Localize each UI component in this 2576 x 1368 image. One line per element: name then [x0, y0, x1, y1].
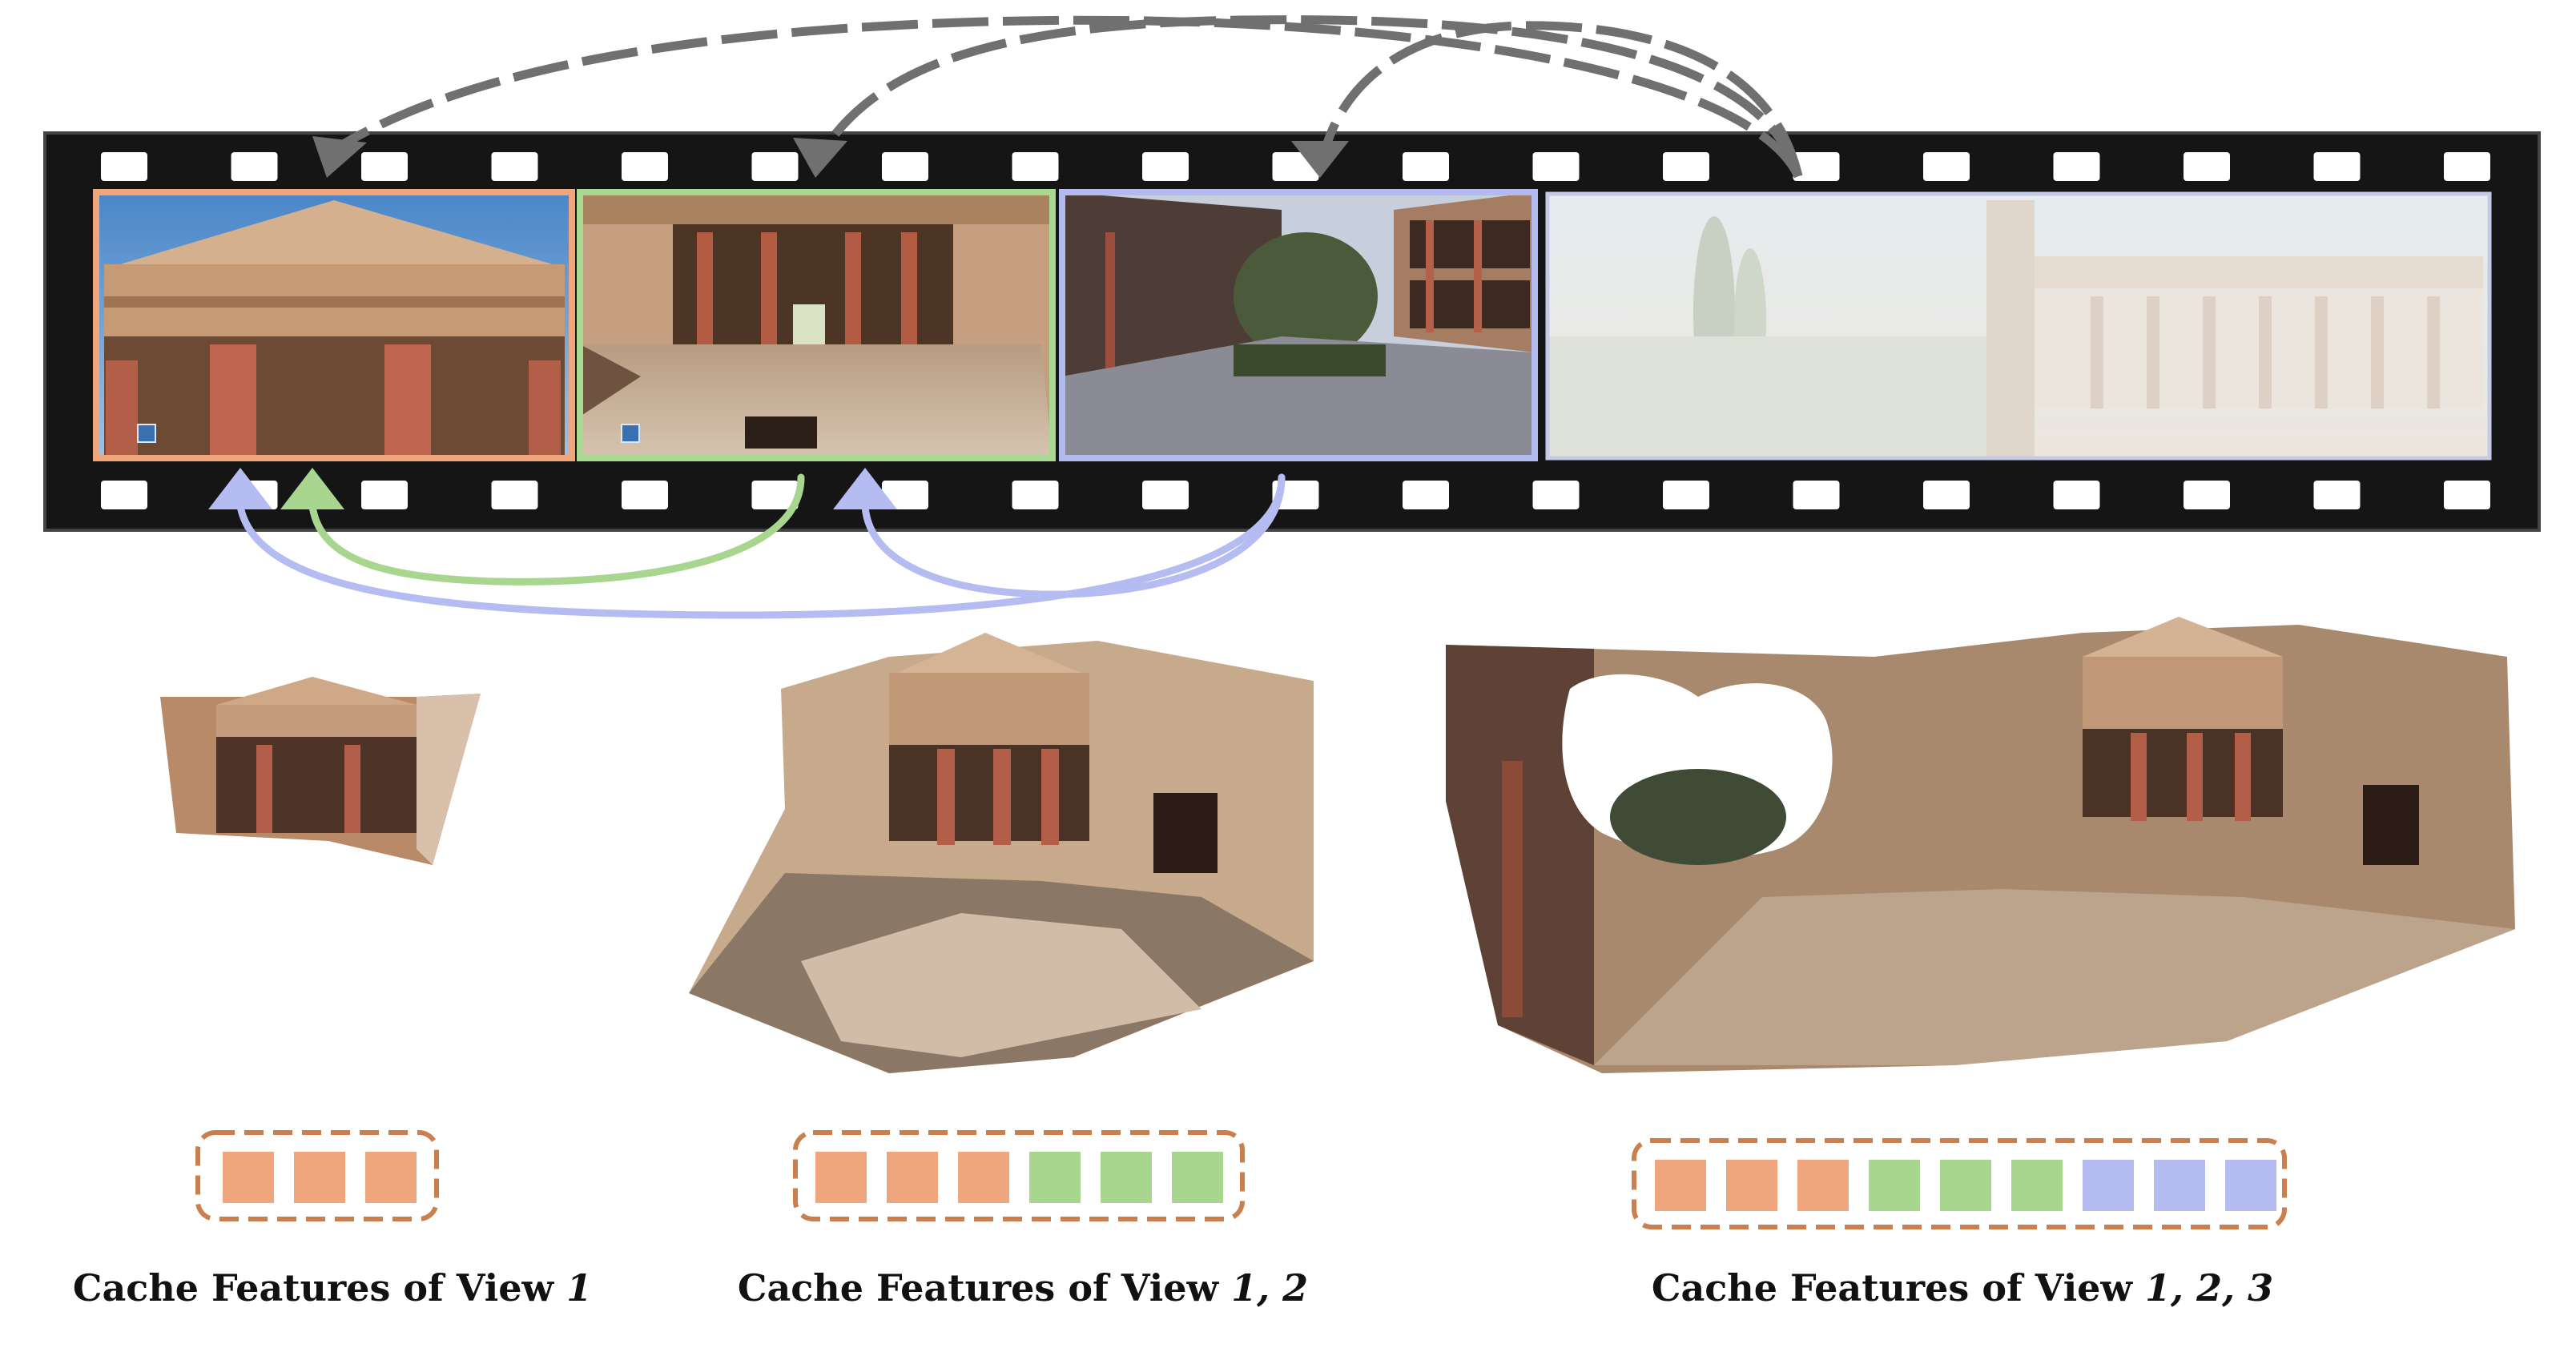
ui-overlay-icon [621, 424, 640, 443]
sprocket-holes-top [101, 152, 2490, 181]
caption-view-1-2: Cache Features of View 1, 2 [738, 1264, 1308, 1312]
arrowhead-blue-view2 [833, 468, 897, 509]
cache-token-view1 [365, 1152, 417, 1203]
sprocket-hole [1142, 152, 1189, 181]
sprocket-hole [1532, 152, 1580, 181]
sprocket-hole [2313, 481, 2361, 509]
memory-retrieval-arrows [334, 15, 1803, 179]
cache-token-view1 [294, 1152, 345, 1203]
caption-view-numbers: 1, 2 [1231, 1266, 1309, 1310]
dashed-arrow-to-view-3 [1321, 21, 1803, 178]
caption-prefix: Cache Features of View [1651, 1266, 2146, 1310]
sprocket-hole [751, 152, 799, 181]
sprocket-hole [491, 152, 538, 181]
sprocket-hole [2444, 152, 2490, 181]
cache-token-view1 [1726, 1160, 1777, 1211]
arrowhead-view-3 [1291, 141, 1349, 178]
sprocket-hole [1663, 481, 1709, 509]
sprocket-hole [2053, 152, 2100, 181]
sprocket-hole [882, 481, 928, 509]
sprocket-hole [1532, 481, 1580, 509]
cache-token-view3 [2225, 1160, 2276, 1211]
cache-dashed-border [793, 1130, 1245, 1221]
green-arrow-view2-to-view1 [308, 473, 805, 585]
cache-token-view1 [1797, 1160, 1849, 1211]
arrowhead-view-2 [793, 138, 847, 178]
arrowhead-blue-view1 [208, 468, 272, 509]
arrowhead-green-view1 [280, 468, 344, 509]
cache-token-view1 [887, 1152, 938, 1203]
caption-view-1: Cache Features of View 1 [73, 1264, 592, 1312]
sprocket-hole [361, 152, 408, 181]
cache-token-view2 [1101, 1152, 1152, 1203]
frame-view-2 [577, 189, 1056, 461]
cache-dashed-border [1632, 1138, 2287, 1229]
cache-token-view2 [1940, 1160, 1991, 1211]
sprocket-hole [751, 481, 799, 509]
caption-prefix: Cache Features of View [737, 1266, 1232, 1310]
arrowhead-view-1 [312, 136, 367, 178]
dashed-arrow-to-view-1 [334, 15, 1802, 179]
cache-dashed-border [195, 1130, 439, 1221]
ui-overlay-icon [137, 424, 156, 443]
cache-group-view-1-2 [793, 1130, 1245, 1221]
frame-future [1545, 191, 2492, 461]
sprocket-hole [1403, 152, 1449, 181]
cache-token-view3 [2154, 1160, 2205, 1211]
feature-cache-arrowheads [208, 468, 897, 509]
cache-token-view1 [815, 1152, 867, 1203]
sprocket-hole [1793, 152, 1840, 181]
sprocket-hole [1403, 481, 1449, 509]
faded-columns [2091, 296, 2440, 408]
cache-token-view2 [1869, 1160, 1920, 1211]
cache-token-view1 [1655, 1160, 1706, 1211]
sprocket-hole [231, 152, 278, 181]
sprocket-hole [2053, 481, 2100, 509]
sprocket-hole [1793, 481, 1840, 509]
cache-group-view-1 [195, 1130, 439, 1221]
point-cloud-view-1-2 [689, 633, 1314, 1073]
garden-tree [1234, 232, 1378, 360]
sprocket-hole [1012, 481, 1059, 509]
point-cloud-view-1 [160, 677, 481, 865]
dashed-arrow-to-view-2 [821, 15, 1803, 178]
sprocket-hole [2313, 152, 2361, 181]
cache-token-view2 [2011, 1160, 2063, 1211]
sprocket-hole [882, 152, 928, 181]
point-cloud-view-1-2-3 [1446, 617, 2515, 1073]
cache-token-view2 [1172, 1152, 1223, 1203]
blue-arrow-view3-to-view1 [236, 473, 1286, 619]
sprocket-hole [1923, 481, 1970, 509]
sprocket-hole [491, 481, 538, 509]
cache-token-view1 [223, 1152, 274, 1203]
caption-prefix: Cache Features of View [72, 1266, 567, 1310]
sprocket-hole [622, 152, 668, 181]
sprocket-hole [2184, 152, 2230, 181]
sprocket-hole [1012, 152, 1059, 181]
sprocket-hole [2444, 481, 2490, 509]
memory-retrieval-arrowheads [312, 136, 1349, 178]
sprocket-hole [1923, 152, 1970, 181]
sprocket-hole [101, 152, 147, 181]
sprocket-hole [2184, 481, 2230, 509]
temple-pediment [120, 200, 553, 264]
frame-view-1 [93, 189, 575, 461]
cache-token-view2 [1029, 1152, 1081, 1203]
blue-arrow-view3-to-view2 [861, 473, 1286, 598]
sprocket-hole [1142, 481, 1189, 509]
feature-cache-arrows [236, 473, 1286, 619]
frame-view-3 [1059, 189, 1538, 461]
cache-token-view3 [2083, 1160, 2134, 1211]
sprocket-hole [101, 481, 147, 509]
caption-view-1-2-3: Cache Features of View 1, 2, 3 [1652, 1264, 2273, 1312]
caption-view-numbers: 1 [566, 1266, 593, 1310]
cache-group-view-1-2-3 [1632, 1138, 2287, 1229]
sprocket-hole [361, 481, 408, 509]
caption-view-numbers: 1, 2, 3 [2145, 1266, 2274, 1310]
cache-token-view1 [958, 1152, 1009, 1203]
sprocket-hole [622, 481, 668, 509]
sprocket-hole [1663, 152, 1709, 181]
